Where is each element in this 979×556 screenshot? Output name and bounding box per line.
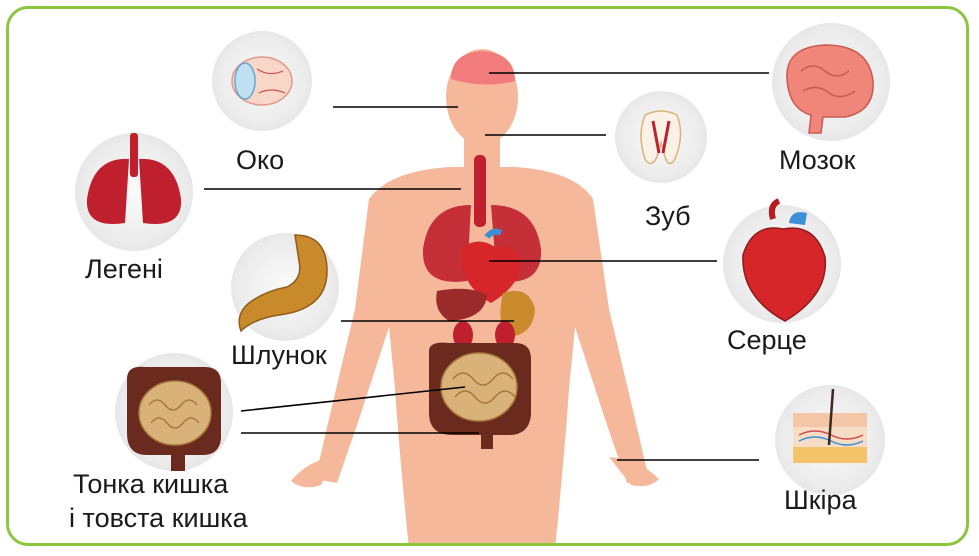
skin-icon: [793, 389, 867, 463]
label-lungs: Легені: [85, 254, 163, 285]
label-eye: Око: [236, 145, 284, 176]
small-intestine-in-body: [441, 353, 517, 421]
stomach-icon: [239, 235, 327, 331]
label-intestine-line1: Тонка кишка: [73, 469, 228, 500]
label-stomach: Шлунок: [231, 340, 327, 371]
label-tooth: Зуб: [645, 201, 691, 232]
diagram-frame: Око Мозок Зуб Легені Шлунок Серце Тонка …: [6, 6, 969, 546]
heart-icon: [743, 201, 825, 321]
brain-icon: [787, 45, 873, 133]
intestine-icon: [127, 367, 221, 471]
tooth-icon: [641, 111, 681, 164]
label-heart: Серце: [727, 325, 807, 356]
windpipe: [474, 155, 486, 227]
lungs-icon: [87, 133, 181, 224]
brain-in-head: [451, 51, 515, 85]
label-brain: Мозок: [779, 145, 855, 176]
eye-icon: [232, 57, 292, 105]
label-skin: Шкіра: [784, 485, 857, 516]
label-intestine-line2: і товста кишка: [69, 503, 248, 534]
